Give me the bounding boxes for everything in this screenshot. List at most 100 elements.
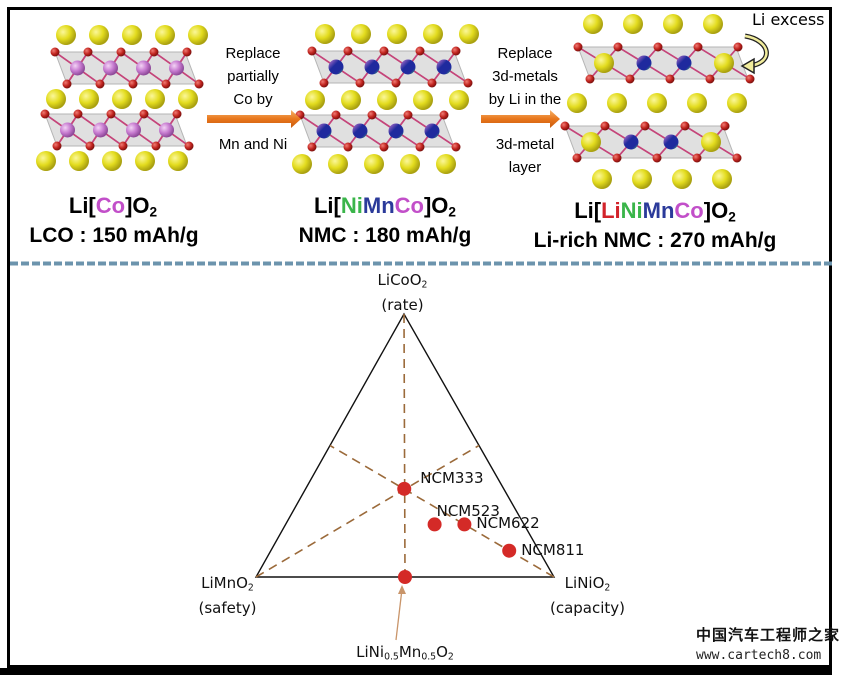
oxygen-atom bbox=[653, 42, 663, 52]
formula-subscript: 2 bbox=[448, 204, 456, 220]
formula-element-co: Co bbox=[95, 193, 126, 218]
transition-metal-layer bbox=[573, 42, 755, 84]
li-atom bbox=[36, 151, 56, 171]
li-atom bbox=[672, 169, 692, 189]
transition-1-text-above: Replace partially Co by bbox=[198, 42, 308, 111]
callout-text: O bbox=[436, 643, 448, 661]
transition-metal-layer bbox=[560, 121, 742, 163]
watermark-cn: 中国汽车工程师之家 bbox=[696, 626, 841, 644]
li-atom bbox=[46, 89, 66, 109]
oxygen-atom bbox=[355, 78, 365, 88]
oxygen-atom bbox=[745, 74, 755, 84]
oxygen-atom bbox=[451, 142, 461, 152]
oxygen-atom bbox=[733, 42, 743, 52]
li-atom bbox=[607, 93, 627, 113]
oxygen-atom bbox=[52, 141, 62, 151]
oxygen-atom bbox=[95, 79, 105, 89]
oxygen-atom bbox=[415, 46, 425, 56]
li-atom bbox=[459, 24, 479, 44]
oxygen-atom bbox=[573, 42, 583, 52]
oxygen-atom bbox=[83, 47, 93, 57]
li-atom bbox=[364, 154, 384, 174]
formula-prefix: Li[ bbox=[574, 198, 602, 223]
oxygen-atom bbox=[62, 79, 72, 89]
metal-atom bbox=[400, 59, 416, 75]
oxygen-atom bbox=[85, 141, 95, 151]
oxygen-atom bbox=[572, 153, 582, 163]
median-guide-line bbox=[329, 444, 555, 578]
oxygen-atom bbox=[732, 153, 742, 163]
li-atom bbox=[168, 151, 188, 171]
li-atom bbox=[701, 132, 721, 152]
oxygen-atom bbox=[625, 74, 635, 84]
metal-atom bbox=[126, 122, 141, 138]
li-atom bbox=[714, 53, 734, 73]
curved-arrow-fill bbox=[744, 34, 768, 68]
median-guide-line bbox=[255, 444, 480, 578]
oxygen-atom bbox=[194, 79, 204, 89]
li-atom bbox=[178, 89, 198, 109]
curved-arrow-head bbox=[740, 57, 755, 75]
callout-text: LiNi bbox=[356, 643, 385, 661]
metal-atom bbox=[388, 123, 404, 139]
li-atom bbox=[567, 93, 587, 113]
li-atom bbox=[145, 89, 165, 109]
oxygen-atom bbox=[50, 47, 60, 57]
metal-atom bbox=[70, 60, 85, 76]
oxygen-atom bbox=[391, 78, 401, 88]
li-atom bbox=[592, 169, 612, 189]
oxygen-atom bbox=[612, 153, 622, 163]
ternary-diagram bbox=[254, 312, 556, 641]
transition-2-text-below: 3d-metal layer bbox=[470, 133, 580, 179]
li-atom bbox=[647, 93, 667, 113]
transition-1-line: Mn and Ni bbox=[218, 136, 288, 153]
composition-point bbox=[397, 481, 412, 496]
vertex-left-property: (safety) bbox=[198, 599, 257, 618]
oxygen-atom bbox=[560, 121, 570, 131]
oxygen-atom bbox=[720, 121, 730, 131]
formula-element-mn: Mn bbox=[642, 198, 675, 223]
vertex-right-property: (capacity) bbox=[549, 599, 626, 618]
oxygen-atom bbox=[106, 109, 116, 119]
transition-2-line: 3d-metals bbox=[492, 68, 558, 85]
metal-atom bbox=[60, 122, 75, 138]
li-atom bbox=[328, 154, 348, 174]
li-atom bbox=[436, 154, 456, 174]
composition-point bbox=[427, 517, 442, 532]
formula-element-ni: Ni bbox=[340, 193, 363, 218]
oxygen-atom bbox=[379, 46, 389, 56]
point-label-ncm622: NCM622 bbox=[476, 514, 540, 533]
oxygen-atom bbox=[73, 109, 83, 119]
vertex-right-label: LiNiO2 (capacity) bbox=[540, 573, 635, 619]
oxygen-atom bbox=[379, 142, 389, 152]
median-guide-line bbox=[403, 313, 406, 578]
oxygen-atom bbox=[692, 153, 702, 163]
formula-subscript: 2 bbox=[728, 209, 736, 225]
li-atom bbox=[102, 151, 122, 171]
composition-point bbox=[502, 543, 517, 558]
transition-1-text-below: Mn and Ni bbox=[198, 133, 308, 156]
oxygen-atom bbox=[693, 42, 703, 52]
li-atom bbox=[632, 169, 652, 189]
li-atom bbox=[89, 25, 109, 45]
li-atom bbox=[413, 90, 433, 110]
metal-atom bbox=[169, 60, 184, 76]
oxygen-atom bbox=[415, 142, 425, 152]
oxygen-atom bbox=[40, 109, 50, 119]
crystal-structures bbox=[36, 14, 755, 189]
metal-atom bbox=[316, 123, 332, 139]
callout-text: Mn bbox=[398, 643, 422, 661]
li-atom bbox=[69, 151, 89, 171]
li-atom bbox=[351, 24, 371, 44]
watermark-url: www.cartech8.com bbox=[696, 648, 822, 663]
oxygen-atom bbox=[307, 46, 317, 56]
oxygen-atom bbox=[613, 42, 623, 52]
transition-metal-layer bbox=[307, 46, 473, 88]
transition-2-line: by Li in the bbox=[488, 91, 562, 108]
transition-metal-layer bbox=[295, 110, 461, 152]
metal-atom bbox=[676, 55, 692, 71]
point-label-ncm811: NCM811 bbox=[521, 540, 585, 559]
formula-element-co: Co bbox=[394, 193, 424, 218]
oxygen-atom bbox=[149, 47, 159, 57]
